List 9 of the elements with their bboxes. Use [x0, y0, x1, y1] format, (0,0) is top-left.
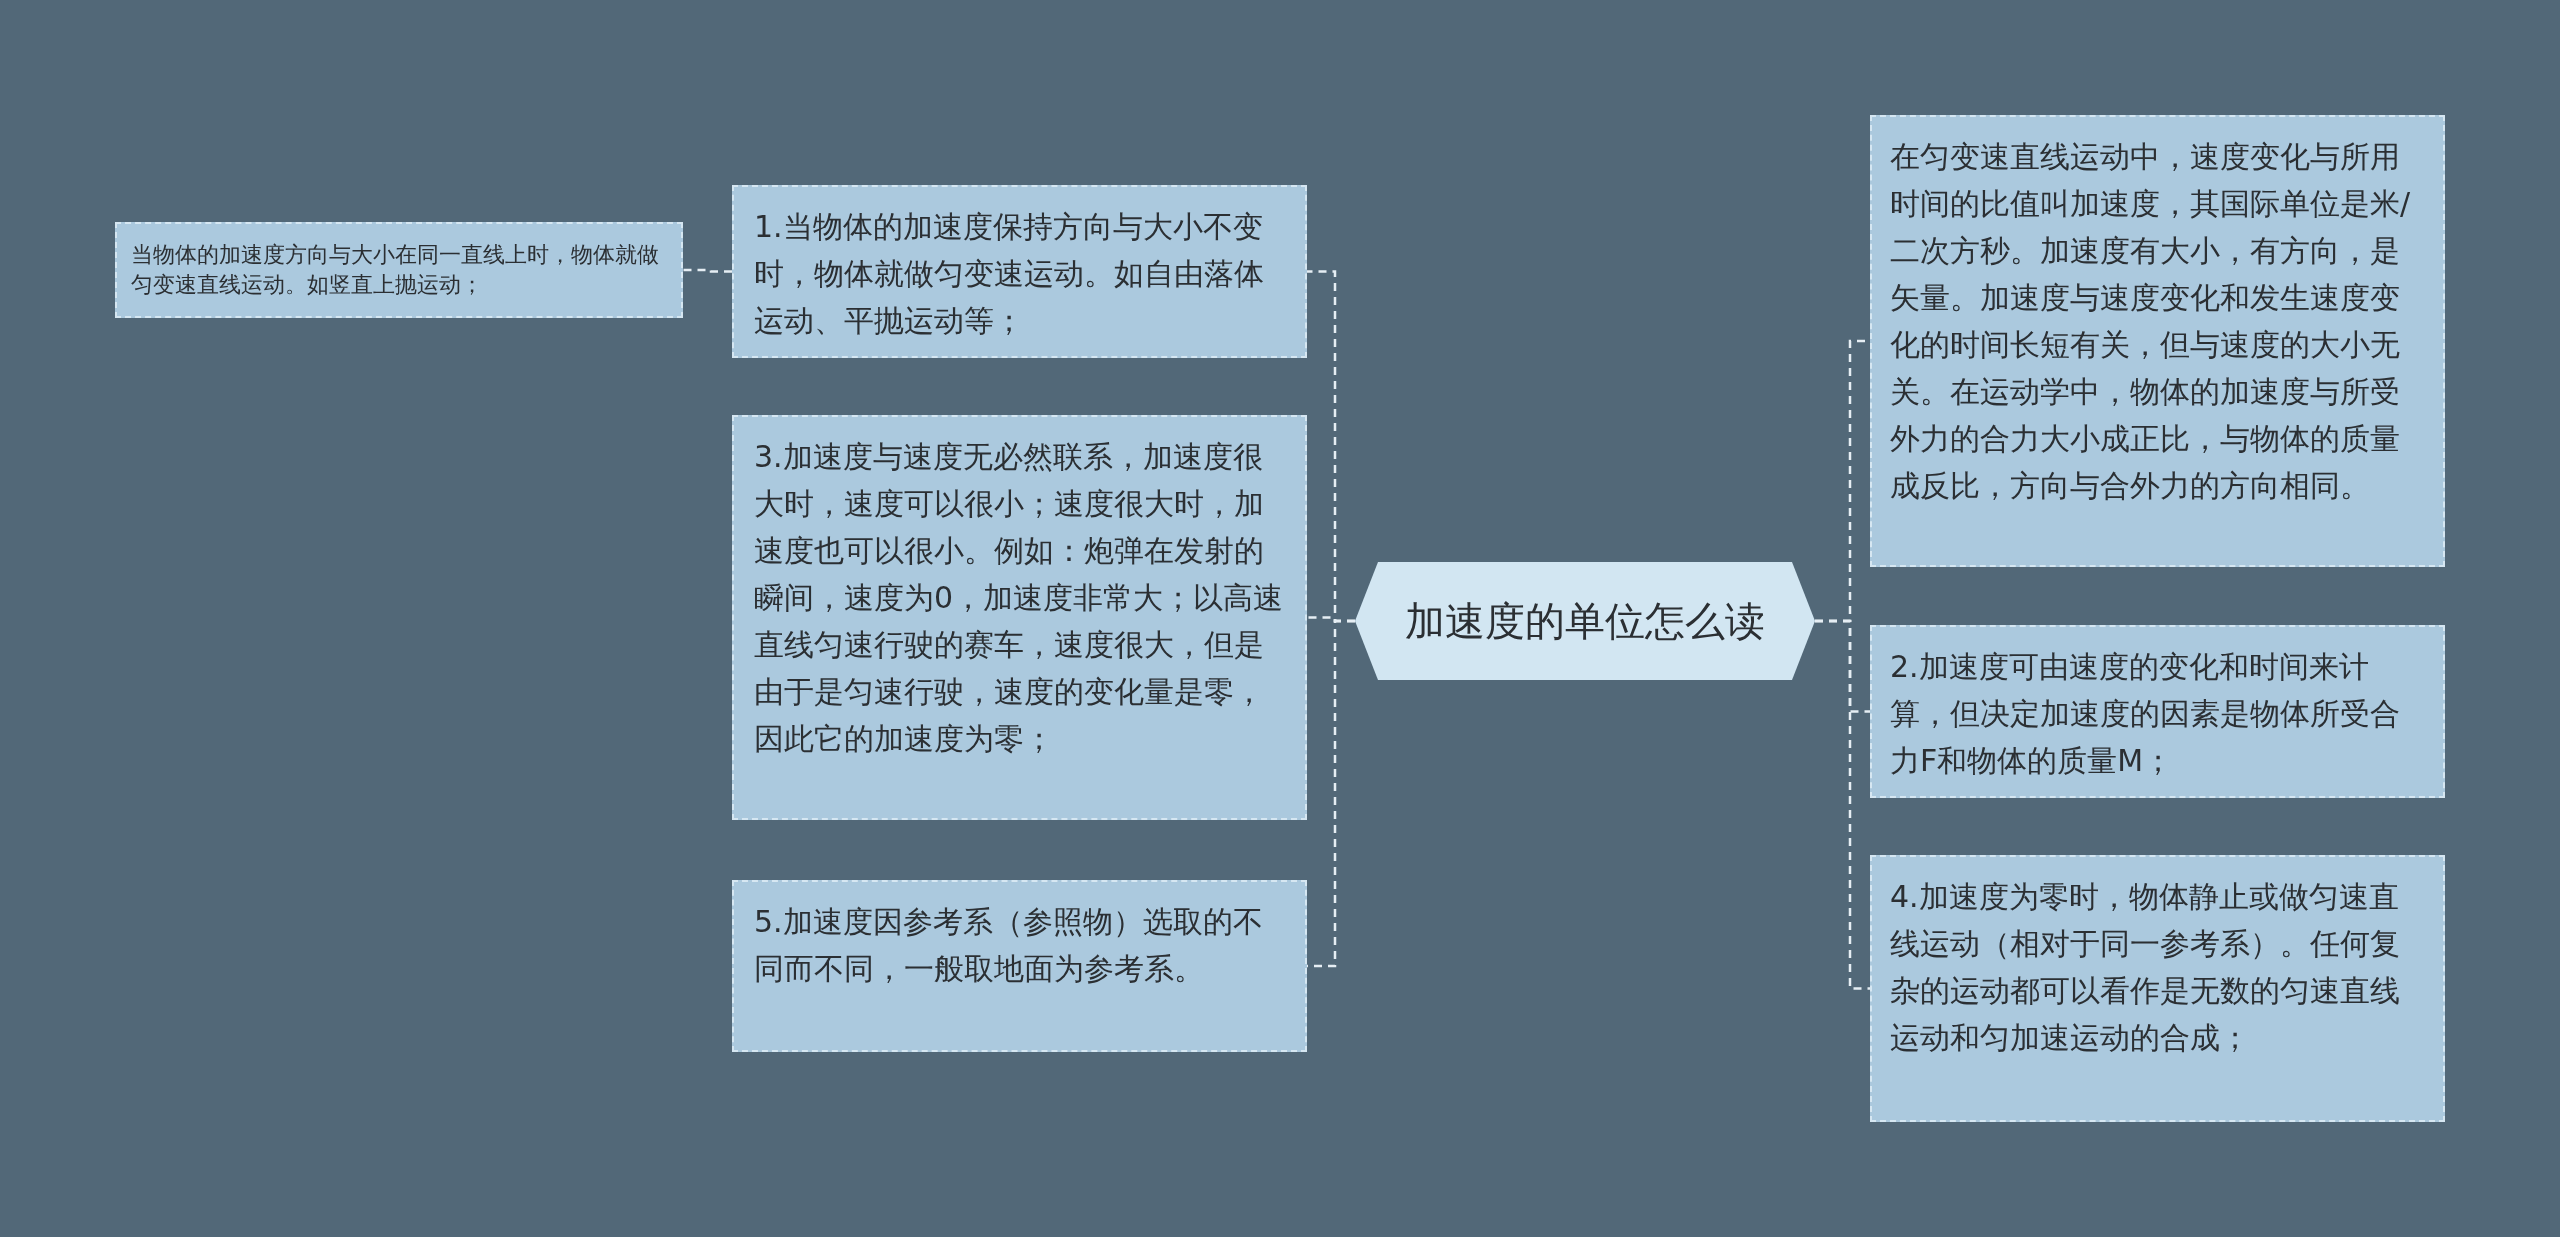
text-box: 2.加速度可由速度的变化和时间来计算，但决定加速度的因素是物体所受合力F和物体的质量M；: [1870, 625, 2445, 798]
text-box: 3.加速度与速度无必然联系，加速度很大时，速度可以很小；速度很大时，加速度也可以很小。例如：炮弹在发射的瞬间，速度为0，加速度非常大；以高速直线匀速行驶的赛车，速度很大，但是由于是匀速行驶，速度的变化量是零，因此它的加速度为零；: [732, 415, 1307, 820]
connector-line: [1815, 619, 1870, 990]
text-box: 1.当物体的加速度保持方向与大小不变时，物体就做匀变速运动。如自由落体运动、平抛运动等；: [732, 185, 1307, 358]
text-box: 当物体的加速度方向与大小在同一直线上时，物体就做匀变速直线运动。如竖直上抛运动；: [115, 222, 683, 318]
text-box: 5.加速度因参考系（参照物）选取的不同而不同，一般取地面为参考系。: [732, 880, 1307, 1052]
text-box: 在匀变速直线运动中，速度变化与所用时间的比值叫加速度，其国际单位是米/二次方秒。加速度有大小，有方向，是矢量。加速度与速度变化和发生速度变化的时间长短有关，但与速度的大小无关。在运动学中，物体的加速度与所受外力的合力大小成正比，与物体的质量成反比，方向与合外力的方向相同。: [1870, 115, 2445, 567]
connector-line: [683, 268, 732, 273]
text-box: 4.加速度为零时，物体静止或做匀速直线运动（相对于同一参考系）。任何复杂的运动都可以看作是无数的匀速直线运动和匀加速运动的合成；: [1870, 855, 2445, 1122]
